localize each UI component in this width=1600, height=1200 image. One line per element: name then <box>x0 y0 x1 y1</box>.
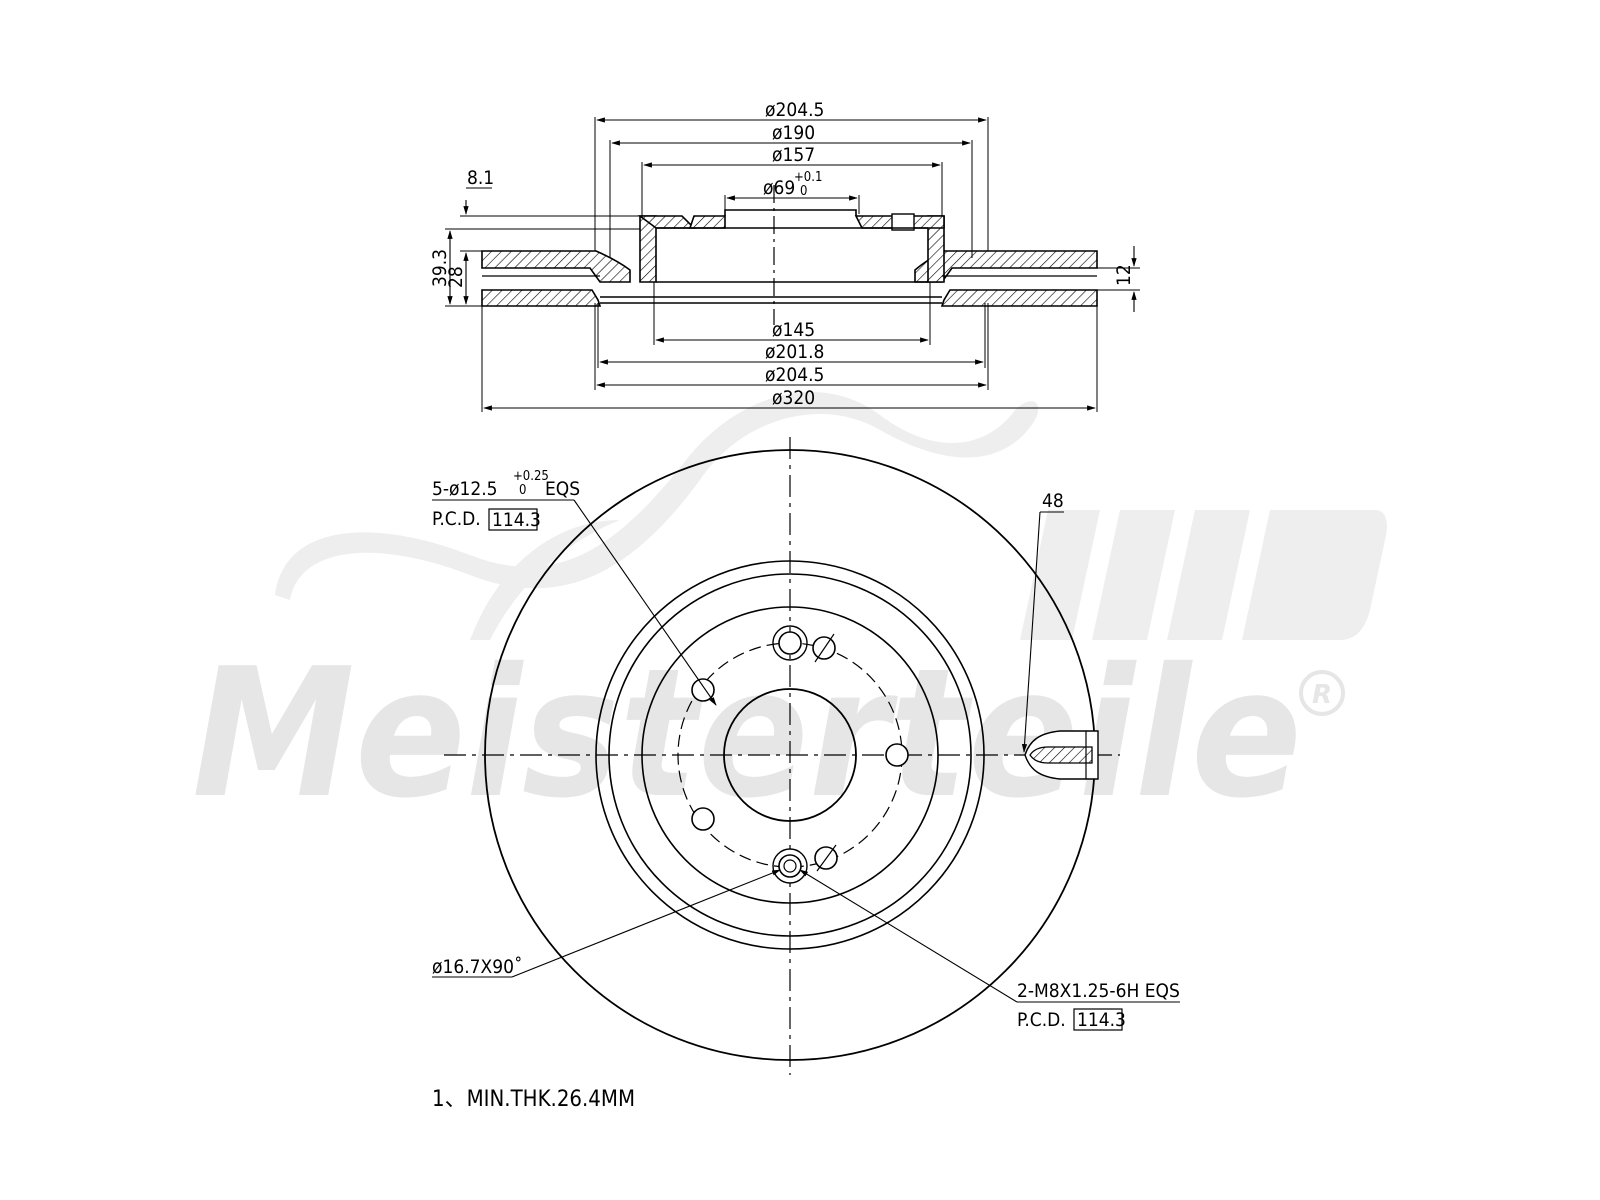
watermark-bars <box>1020 510 1387 640</box>
callout-bolt-holes-tol-lower: 0 <box>519 483 526 498</box>
bottom-dim-lines <box>483 337 1096 411</box>
right-dim-lines <box>1097 246 1140 312</box>
watermark-registered-mark: R <box>1312 680 1332 710</box>
watermark-swoosh <box>275 391 1039 600</box>
callout-bolt-holes-pcd-label: P.C.D. <box>432 508 481 530</box>
watermark-brand: Meisterteile <box>192 630 1302 837</box>
section-view: ø204.5 ø190 ø157 ø69 +0.1 0 ø145 ø201.8 … <box>429 99 1140 412</box>
bolt-hole-chamfer-bottom <box>772 848 808 884</box>
leader-chamfer <box>432 869 781 978</box>
dim-bottom-320: ø320 <box>772 387 815 409</box>
note-min-thickness: 1、MIN.THK.26.4MM <box>432 1087 635 1112</box>
vent-detail <box>1024 730 1099 780</box>
hat-top-slot <box>891 213 915 231</box>
callout-threaded-pcd-label: P.C.D. <box>1017 1009 1066 1031</box>
watermark-registered-circle <box>1299 670 1345 716</box>
dim-thickness-28: 28 <box>445 266 467 288</box>
callout-48: 48 <box>1042 490 1064 512</box>
bolt-hole <box>885 743 909 767</box>
bolt-hole <box>778 854 802 878</box>
bolt-hole <box>778 631 802 655</box>
dim-top-190: ø190 <box>772 122 815 144</box>
callout-bolt-holes-tol-upper: +0.25 <box>513 469 549 484</box>
dim-top-204-5: ø204.5 <box>765 99 824 121</box>
callout-threaded-pcd-box <box>1073 1008 1123 1031</box>
watermark-swoosh-2 <box>470 520 620 640</box>
hat-top-left-2 <box>688 215 726 229</box>
dim-bottom-145: ø145 <box>772 319 815 341</box>
bolt-hole-chamfer-top <box>772 625 808 661</box>
dim-height-39-3: 39.3 <box>429 249 451 287</box>
callout-threaded-spec: 2-M8X1.25-6H EQS <box>1017 980 1180 1002</box>
hub-bore <box>724 209 857 216</box>
bolt-holes <box>691 631 909 878</box>
callout-bolt-holes-pcd-box <box>488 508 538 531</box>
leader-48 <box>1021 511 1064 753</box>
left-dim-lines <box>445 187 640 307</box>
bolt-hole <box>691 807 715 831</box>
bolt-hole <box>691 678 715 702</box>
top-dim-lines <box>596 117 987 201</box>
left-bottom-ring <box>481 289 602 307</box>
dim-offset-8-1: 8.1 <box>467 167 494 189</box>
dim-bottom-201-8: ø201.8 <box>765 341 824 363</box>
dim-top-69-tol-upper: +0.1 <box>794 170 822 185</box>
left-top-ring <box>481 250 631 283</box>
dim-bottom-204-5: ø204.5 <box>765 364 824 386</box>
callout-threaded-pcd-value: 114.3 <box>1077 1009 1126 1031</box>
dim-top-69: ø69 <box>763 177 795 199</box>
callout-chamfer: ø16.7X90˚ <box>432 956 523 978</box>
right-bottom-ring <box>940 289 1098 307</box>
dim-top-157: ø157 <box>772 144 815 166</box>
leader-threaded <box>799 869 1180 1003</box>
dim-top-69-tol-lower: 0 <box>800 184 807 199</box>
leader-bolt-holes <box>432 499 717 706</box>
watermark: Meisterteile R <box>192 391 1387 837</box>
callout-bolt-holes-suffix: EQS <box>545 478 580 500</box>
bolt-hole-inner-bottom <box>783 859 797 873</box>
dim-vent-12: 12 <box>1113 264 1135 286</box>
callout-bolt-holes-prefix: 5-ø12.5 <box>432 478 498 500</box>
callout-bolt-holes-pcd-value: 114.3 <box>492 509 541 531</box>
face-view: 5-ø12.5 +0.25 0 EQS P.C.D. 114.3 ø16.7X9… <box>432 437 1180 1075</box>
